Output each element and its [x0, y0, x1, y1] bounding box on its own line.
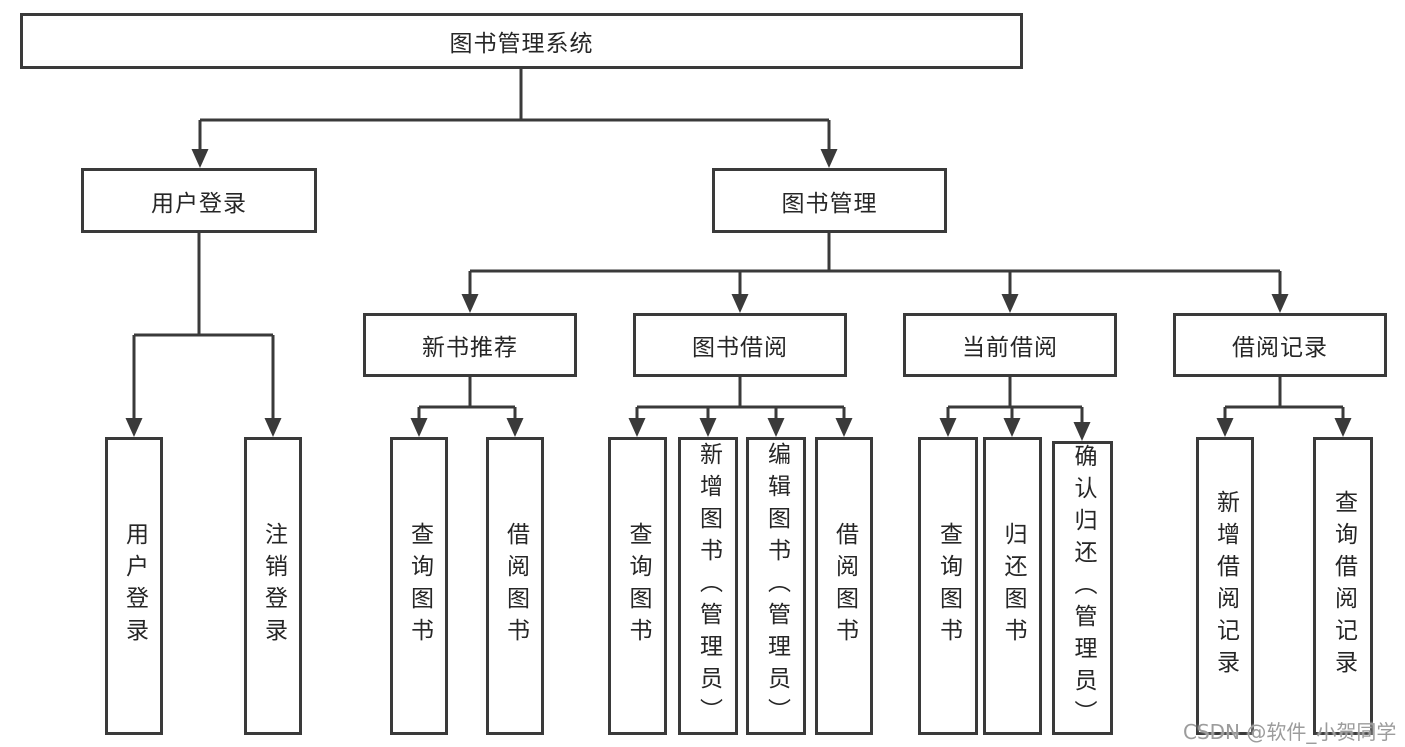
leaf-label: 注销登录 [260, 522, 287, 650]
leaf-label: 查询借阅记录 [1330, 490, 1357, 682]
connector-user-branch [132, 233, 275, 421]
connector-group-borrowing [635, 377, 846, 423]
connector-group-current [946, 377, 1084, 427]
leaf-add-books-admin: 新增图书（管理员） [678, 437, 738, 735]
leaf-edit-books-admin: 编辑图书（管理员） [746, 437, 806, 735]
leaf-borrow-books-recommend: 借阅图书 [486, 437, 544, 735]
leaf-label: 编辑图书（管理员） [763, 442, 790, 730]
node-user-login-branch: 用户登录 [81, 168, 317, 233]
connector-book-branch [468, 233, 1282, 297]
node-current-borrowing: 当前借阅 [903, 313, 1117, 377]
leaf-borrow-books-borrowing: 借阅图书 [815, 437, 873, 735]
leaf-query-books-recommend: 查询图书 [390, 437, 448, 735]
leaf-return-books: 归还图书 [983, 437, 1042, 735]
leaf-label: 借阅图书 [502, 522, 529, 650]
connector-group-records [1223, 377, 1345, 423]
leaf-label: 用户登录 [121, 522, 148, 650]
node-library-system: 图书管理系统 [20, 13, 1023, 69]
connector-root [198, 67, 831, 152]
leaf-query-books-current: 查询图书 [918, 437, 978, 735]
leaf-logout: 注销登录 [244, 437, 302, 735]
leaf-label: 查询图书 [406, 522, 433, 650]
leaf-label: 查询图书 [935, 522, 962, 650]
leaf-label: 新增借阅记录 [1212, 490, 1239, 682]
leaf-label: 归还图书 [1000, 522, 1026, 650]
leaf-add-borrow-record: 新增借阅记录 [1196, 437, 1254, 735]
leaf-label: 查询图书 [625, 522, 651, 650]
node-book-management: 图书管理 [712, 168, 947, 233]
node-book-borrowing: 图书借阅 [633, 313, 847, 377]
leaf-user-login: 用户登录 [105, 437, 163, 735]
node-new-book-recommend: 新书推荐 [363, 313, 577, 377]
leaf-label: 新增图书（管理员） [695, 442, 722, 730]
leaf-query-books-borrowing: 查询图书 [608, 437, 667, 735]
node-borrowing-records: 借阅记录 [1173, 313, 1387, 377]
leaf-query-borrow-record: 查询借阅记录 [1313, 437, 1373, 735]
leaf-confirm-return-admin: 确认归还（管理员） [1052, 441, 1113, 735]
connector-group-recommend [417, 377, 517, 423]
csdn-watermark: CSDN @软件_小贺同学 [1183, 720, 1397, 744]
leaf-label: 确认归还（管理员） [1070, 444, 1096, 732]
leaf-label: 借阅图书 [831, 522, 858, 650]
